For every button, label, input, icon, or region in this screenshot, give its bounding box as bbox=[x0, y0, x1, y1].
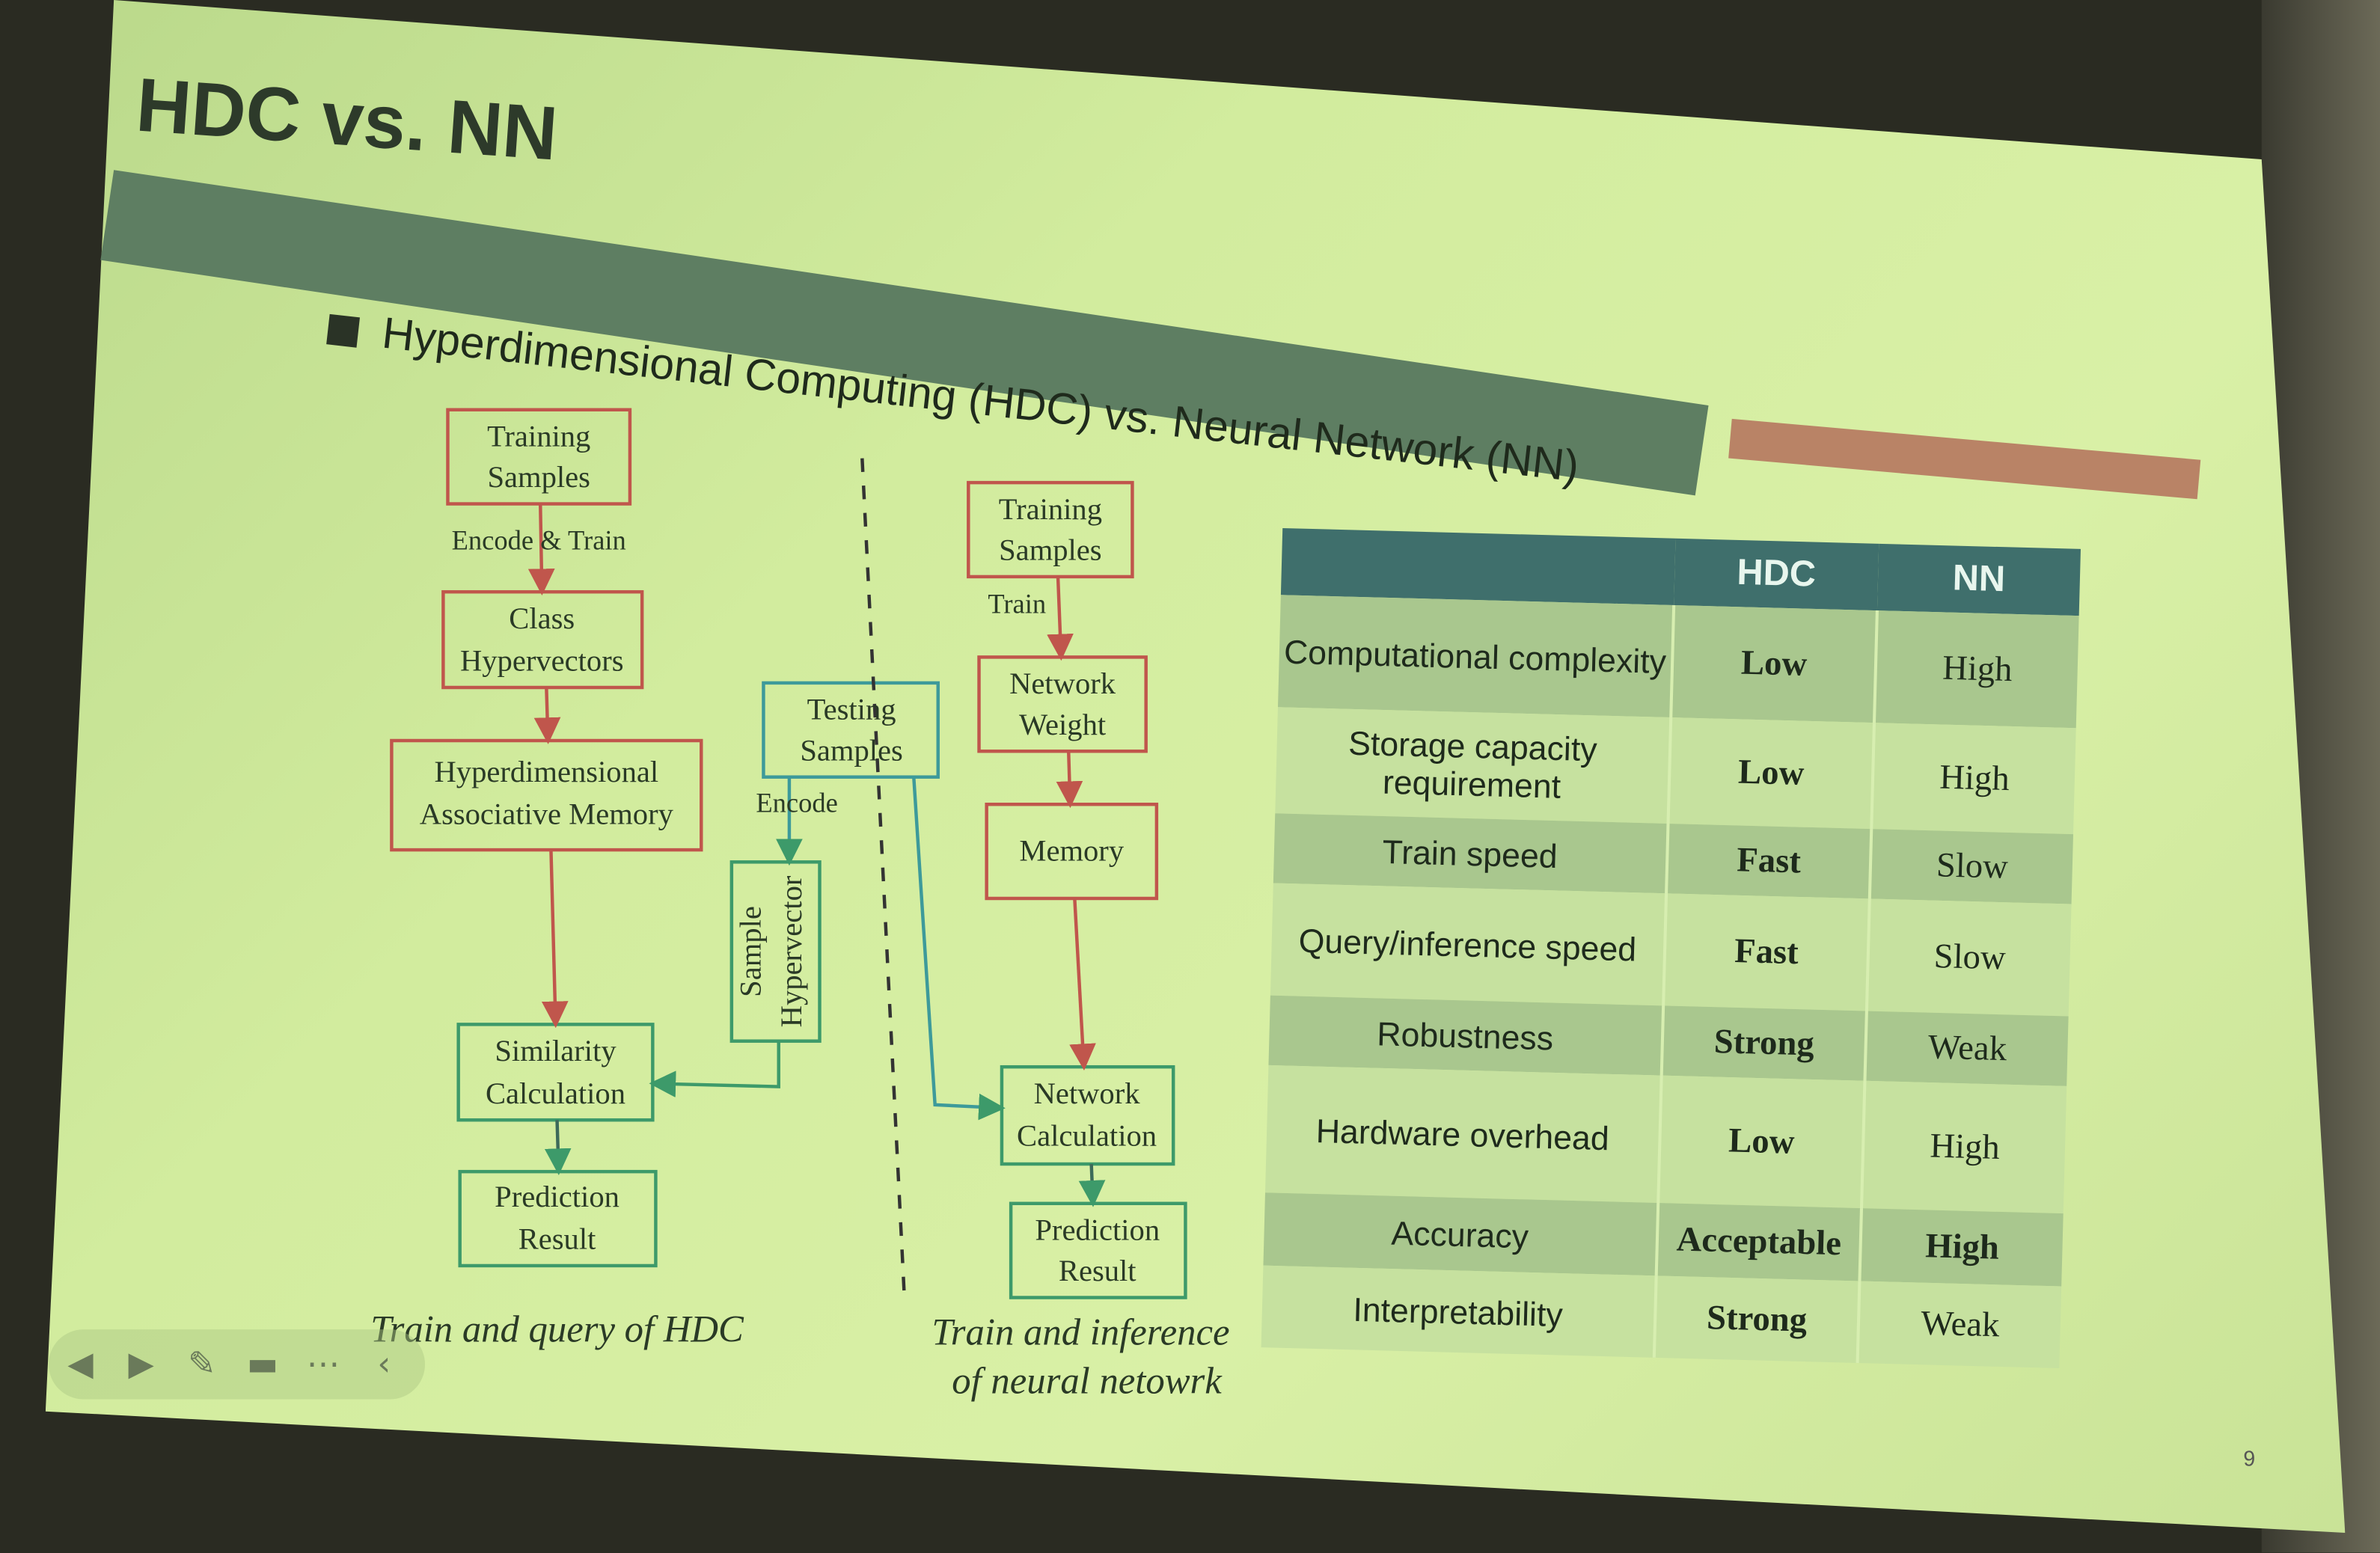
label: Hypervector bbox=[774, 875, 808, 1027]
arrow bbox=[912, 776, 1006, 1121]
label: Prediction bbox=[1035, 1213, 1160, 1246]
hdc-value: Acceptable bbox=[1656, 1203, 1862, 1281]
nn-training-samples-box bbox=[967, 480, 1134, 579]
hdc-value: Fast bbox=[1666, 824, 1872, 899]
nn-value: Weak bbox=[1857, 1281, 2062, 1369]
nn-value: High bbox=[1861, 1080, 2067, 1214]
label: Calculation bbox=[486, 1076, 625, 1110]
header-hdc: HDC bbox=[1674, 538, 1879, 611]
label: Hyperdimensional bbox=[435, 755, 659, 788]
nn-caption-line2: of neural netowrk bbox=[952, 1359, 1223, 1401]
page-number: 9 bbox=[2243, 1446, 2256, 1471]
label: Samples bbox=[999, 533, 1101, 567]
arrow bbox=[649, 1041, 780, 1098]
nn-value: Slow bbox=[1869, 829, 2073, 904]
row-label: Query/inference speed bbox=[1270, 883, 1667, 1006]
nn-value: High bbox=[1873, 610, 2079, 729]
train-label: Train bbox=[988, 589, 1046, 619]
previous-icon[interactable]: ◀ bbox=[67, 1345, 94, 1384]
hdc-value: Low bbox=[1658, 1075, 1865, 1209]
label: Prediction bbox=[495, 1180, 620, 1213]
more-icon[interactable]: ⋯ bbox=[306, 1345, 340, 1384]
label: Class bbox=[509, 601, 575, 635]
hdc-value: Fast bbox=[1663, 893, 1870, 1011]
label: Network bbox=[1034, 1076, 1141, 1110]
label: Samples bbox=[487, 460, 590, 494]
hdc-caption: Train and query of HDC bbox=[370, 1308, 744, 1350]
presentation-toolbar: ◀ ▶ ✎ ▬ ⋯ ‹ bbox=[48, 1329, 426, 1400]
encode-label: Encode bbox=[756, 787, 837, 818]
hdc-value: Strong bbox=[1654, 1275, 1860, 1363]
label: Result bbox=[518, 1222, 596, 1256]
label: Associative Memory bbox=[420, 797, 674, 831]
header-nn: NN bbox=[1876, 543, 2081, 616]
nn-caption-line1: Train and inference bbox=[931, 1311, 1229, 1353]
pen-icon[interactable]: ✎ bbox=[188, 1345, 216, 1384]
arrow bbox=[1056, 751, 1083, 809]
row-label: Train speed bbox=[1273, 813, 1668, 894]
encode-train-label: Encode & Train bbox=[452, 524, 626, 555]
label: Network bbox=[1009, 667, 1116, 700]
label: Calculation bbox=[1017, 1119, 1157, 1153]
arrow bbox=[1047, 576, 1074, 661]
label: Training bbox=[487, 419, 590, 453]
label: Sample bbox=[733, 906, 767, 997]
sample-hypervector-box bbox=[729, 860, 822, 1043]
arrow bbox=[1069, 898, 1096, 1071]
nn-value: Slow bbox=[1866, 898, 2072, 1017]
nn-value: High bbox=[1871, 723, 2076, 835]
row-label: Computational complexity bbox=[1277, 595, 1674, 718]
slides-icon[interactable]: ▬ bbox=[246, 1345, 279, 1384]
testing-samples-box bbox=[762, 681, 940, 779]
hdc-training-samples-box bbox=[446, 408, 632, 506]
label: Memory bbox=[1019, 833, 1124, 867]
label: Samples bbox=[800, 733, 902, 767]
arrow bbox=[541, 850, 569, 1029]
next-icon[interactable]: ▶ bbox=[128, 1345, 154, 1384]
nn-value: High bbox=[1859, 1208, 2064, 1287]
arrow bbox=[533, 687, 561, 744]
row-label: Accuracy bbox=[1263, 1192, 1659, 1276]
hdc-value: Low bbox=[1671, 604, 1877, 723]
label: Similarity bbox=[495, 1034, 617, 1068]
label: Hypervectors bbox=[460, 644, 624, 678]
row-label: Interpretability bbox=[1261, 1265, 1656, 1358]
arrow bbox=[527, 503, 555, 596]
label: Weight bbox=[1019, 708, 1107, 741]
header-blank bbox=[1280, 527, 1676, 605]
nn-value: Weak bbox=[1864, 1011, 2069, 1086]
label: Training bbox=[999, 492, 1102, 526]
row-label: Hardware overhead bbox=[1264, 1065, 1662, 1204]
arrow bbox=[544, 1120, 572, 1176]
collapse-chevron-icon[interactable]: ‹ bbox=[377, 1345, 391, 1384]
row-label: Robustness bbox=[1268, 995, 1664, 1076]
row-label: Storage capacity requirement bbox=[1275, 707, 1671, 824]
hdc-value: Strong bbox=[1661, 1005, 1867, 1081]
hdc-value: Low bbox=[1668, 717, 1874, 830]
label: Result bbox=[1059, 1254, 1137, 1287]
label: Testing bbox=[807, 693, 896, 726]
arrow bbox=[1078, 1163, 1106, 1207]
divider-dashed-line bbox=[860, 458, 907, 1302]
